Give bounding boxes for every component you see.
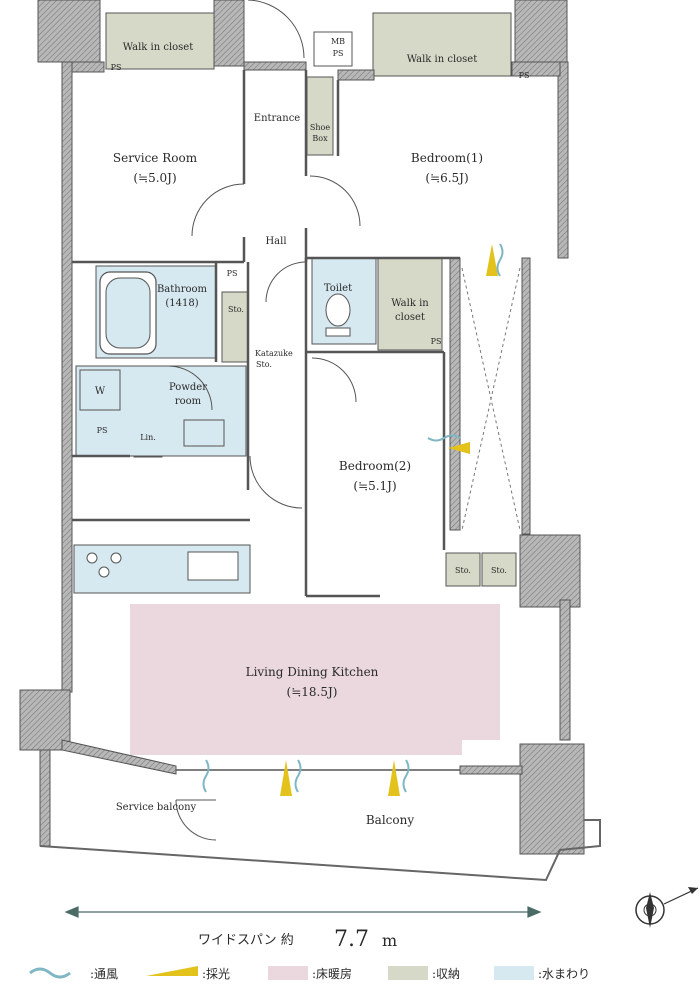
bathroom-size: (1418)	[165, 298, 198, 309]
legend-storage-label: :収納	[432, 967, 460, 981]
span-dimension-unit: m	[382, 931, 397, 950]
legend-light-swatch	[146, 966, 198, 976]
sto-b-label: Sto.	[491, 566, 507, 575]
interior-walls	[72, 70, 460, 598]
bathroom-label: Bathroom	[157, 284, 208, 295]
legend-storage-swatch	[388, 966, 428, 980]
stove	[86, 552, 122, 578]
katazuke-sto-label: Sto.	[256, 360, 272, 369]
legend-wind-swatch	[29, 967, 71, 979]
span-dimension-label: ワイドスパン 約	[198, 933, 294, 948]
ldk-label: Living Dining Kitchen	[246, 665, 379, 679]
balcony-edge	[39, 819, 601, 882]
sto-a-label: Sto.	[455, 566, 471, 575]
shoe-label: Shoe	[310, 123, 330, 132]
shaft	[461, 267, 521, 531]
legend: :通風 :採光 :床暖房 :収納 :水まわり	[29, 966, 590, 981]
ps-label-4: PS	[431, 337, 442, 346]
walk-in-closet-2-zone	[372, 12, 512, 77]
walk-in-closet-2-label: Walk in closet	[407, 54, 478, 65]
walk-in-closet-3-zone	[377, 257, 443, 351]
ps-label-5: PS	[97, 426, 108, 435]
entrance-label: Entrance	[254, 113, 301, 124]
mb-label: MB	[331, 37, 345, 46]
service-room-size: (≒5.0J)	[133, 171, 176, 185]
shoe-box-zone	[306, 76, 334, 156]
legend-water-swatch	[494, 966, 534, 980]
linen-label: Lin.	[140, 433, 156, 442]
vanity-sink	[183, 419, 225, 447]
bathtub-inner	[105, 277, 151, 349]
legend-wind-label: :通風	[90, 967, 118, 981]
legend-floor-heating-label: :床暖房	[312, 966, 352, 981]
washer	[79, 369, 121, 411]
sto-a-zone	[445, 552, 481, 587]
storage-sto-zone	[221, 291, 249, 363]
door-swings	[167, 0, 361, 841]
service-room-label: Service Room	[113, 151, 198, 165]
bedroom1-label: Bedroom(1)	[411, 151, 483, 165]
toilet-label: Toilet	[324, 283, 352, 294]
powder-room-label: Powder	[169, 382, 207, 393]
bedroom2-label: Bedroom(2)	[339, 459, 411, 473]
ps-label-2: PS	[519, 71, 530, 80]
legend-floor-heating-swatch	[268, 966, 308, 980]
hall-label: Hall	[265, 236, 286, 247]
bedroom2-size: (≒5.1J)	[353, 479, 396, 493]
toilet-bowl	[325, 293, 351, 327]
legend-water-label: :水まわり	[538, 967, 590, 981]
floor-heating-zone	[130, 604, 500, 755]
span-dimension-value: 7.7	[334, 927, 369, 952]
walk-in-closet-3-label: Walk in	[391, 298, 429, 309]
legend-light-label: :採光	[202, 967, 230, 981]
ps-label-3: PS	[227, 269, 238, 278]
sto-b-zone	[481, 552, 517, 587]
walk-in-closet-3-label-2: closet	[395, 312, 425, 323]
compass-icon	[635, 887, 699, 928]
walk-in-closet-1-zone	[105, 12, 215, 70]
washer-label: W	[95, 386, 106, 397]
walk-in-closet-1-label: Walk in closet	[123, 42, 194, 53]
ps-label-1: PS	[111, 63, 122, 72]
box-label: Box	[312, 134, 328, 143]
powder-room-label-2: room	[175, 396, 202, 407]
mb-ps-label: PS	[333, 49, 344, 58]
katazuke-label: Katazuke	[255, 349, 293, 358]
balcony-label: Balcony	[366, 813, 414, 827]
light-wind-markers	[202, 243, 504, 796]
service-balcony-label: Service balcony	[116, 802, 197, 813]
span-dimension	[64, 906, 542, 918]
mb-ps-zone	[313, 31, 353, 67]
kitchen-sink	[187, 551, 239, 581]
toilet-tank	[325, 327, 351, 337]
bedroom1-size: (≒6.5J)	[425, 171, 468, 185]
sto-label: Sto.	[228, 305, 244, 314]
ldk-size: (≒18.5J)	[287, 685, 338, 699]
